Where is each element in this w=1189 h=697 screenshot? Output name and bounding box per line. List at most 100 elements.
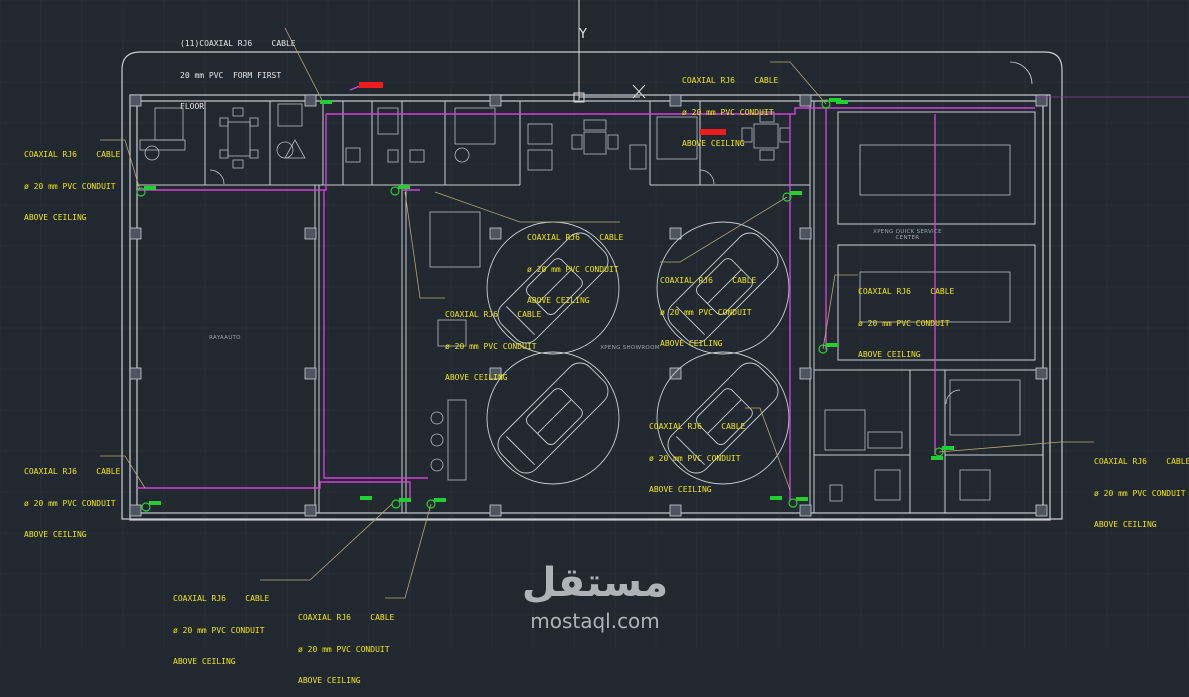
watermark-logo-arabic: مستقل (521, 560, 669, 606)
annotation-line: ø 20 mm PVC CONDUIT (858, 318, 950, 328)
leader-line (822, 274, 858, 350)
annotation-bottom-center[interactable]: COAXIAL RJ6 CABLE ø 20 mm PVC CONDUIT AB… (298, 592, 394, 697)
outlet-tag (796, 497, 808, 501)
cad-drawing-canvas[interactable] (0, 0, 1189, 649)
annotation-line: (11)COAXIAL RJ6 CABLE (180, 39, 296, 48)
building-outline (121, 51, 1063, 521)
column (304, 367, 317, 380)
red-markers (359, 82, 726, 135)
outlet-symbol (141, 502, 151, 512)
annotation-line: ABOVE CEILING (649, 485, 712, 494)
annotation-line: COAXIAL RJ6 CABLE (682, 76, 779, 85)
annotation-showroom-right-upper[interactable]: COAXIAL RJ6 CABLE ø 20 mm PVC CONDUIT AB… (660, 255, 756, 360)
car-roof-line (707, 269, 742, 304)
column (799, 367, 812, 380)
car-display (656, 221, 790, 355)
room-label-service-center: XPENG QUICK SERVICE CENTER (860, 229, 955, 241)
outlet-symbol (782, 192, 792, 202)
coaxial-outlets (136, 98, 954, 512)
annotation-line: COAXIAL RJ6 CABLE (649, 422, 746, 431)
annotation-line: ABOVE CEILING (1094, 520, 1157, 529)
column (1035, 367, 1048, 380)
leader-line (385, 503, 432, 599)
outlet-symbol (788, 498, 798, 508)
leader-line (434, 191, 620, 223)
annotation-line: COAXIAL RJ6 CABLE (24, 150, 121, 159)
column (489, 367, 502, 380)
room-label-rayaauto: RAYAAUTO (209, 335, 241, 341)
column (799, 227, 812, 240)
column (304, 227, 317, 240)
annotation-line: ABOVE CEILING (24, 213, 87, 222)
annotation-line: ABOVE CEILING (173, 657, 236, 666)
column (489, 94, 502, 107)
leader-line (770, 61, 827, 105)
car-displays (486, 221, 790, 485)
car-body (497, 232, 609, 344)
annotation-line: 20 mm PVC FORM FIRST (180, 70, 282, 80)
car-roof-line (707, 399, 742, 434)
outlet-symbol (818, 344, 828, 354)
column (799, 94, 812, 107)
annotation-top-right[interactable]: COAXIAL RJ6 CABLE ø 20 mm PVC CONDUIT AB… (682, 55, 778, 160)
outlet-tag (826, 343, 838, 347)
annotation-top-left[interactable]: COAXIAL RJ6 CABLE ø 20 mm PVC CONDUIT AB… (24, 129, 120, 234)
outlet-symbol (391, 499, 401, 509)
annotation-first-floor[interactable]: (11)COAXIAL RJ6 CABLE 20 mm PVC FORM FIR… (180, 18, 296, 123)
leader-line (260, 503, 393, 581)
outlet-tag (320, 100, 332, 104)
annotation-line: ø 20 mm PVC CONDUIT (173, 625, 265, 635)
outlet-tag (931, 456, 943, 460)
annotation-showroom-upper[interactable]: COAXIAL RJ6 CABLE ø 20 mm PVC CONDUIT AB… (527, 212, 623, 317)
annotation-service-center[interactable]: COAXIAL RJ6 CABLE ø 20 mm PVC CONDUIT AB… (858, 266, 954, 371)
outlet-symbol (426, 499, 436, 509)
leader-line (100, 139, 141, 191)
column (669, 227, 682, 240)
ucs-y-label: Y (579, 27, 587, 42)
outlet-tag (790, 191, 802, 195)
turntable-circle (656, 221, 790, 355)
car-display (486, 351, 620, 485)
column (129, 227, 142, 240)
room-label-service-line1: XPENG QUICK SERVICE (873, 229, 942, 235)
annotation-line: ABOVE CEILING (298, 676, 361, 685)
annotation-line: ABOVE CEILING (445, 373, 508, 382)
outlet-tag (942, 446, 954, 450)
outlet-tag (398, 185, 410, 189)
outlet-tag (360, 496, 372, 500)
annotation-line: ABOVE CEILING (682, 139, 745, 148)
watermark-logo-latin: mostaql.com (530, 609, 660, 633)
column (304, 94, 317, 107)
outlet-tag (149, 501, 161, 505)
annotation-far-right[interactable]: COAXIAL RJ6 CABLE ø 20 mm PVC CONDUIT AB… (1094, 436, 1189, 541)
annotation-line: ABOVE CEILING (24, 530, 87, 539)
leader-line (404, 191, 445, 299)
car-hood-line (676, 306, 705, 335)
outlet-tag (836, 100, 848, 104)
annotation-bottom-center-left[interactable]: COAXIAL RJ6 CABLE ø 20 mm PVC CONDUIT AB… (173, 573, 269, 678)
structural-columns (129, 94, 1048, 517)
annotation-showroom-mid[interactable]: COAXIAL RJ6 CABLE ø 20 mm PVC CONDUIT AB… (445, 289, 541, 394)
annotation-bottom-left[interactable]: COAXIAL RJ6 CABLE ø 20 mm PVC CONDUIT AB… (24, 446, 120, 551)
annotation-line: ø 20 mm PVC CONDUIT (1094, 488, 1186, 498)
leader-line (660, 196, 788, 263)
annotation-line: COAXIAL RJ6 CABLE (445, 310, 542, 319)
car-body (667, 232, 779, 344)
column (669, 504, 682, 517)
ucs-axis-icon (573, 0, 646, 103)
annotation-line: COAXIAL RJ6 CABLE (1094, 457, 1189, 466)
column (304, 504, 317, 517)
annotation-showroom-right-lower[interactable]: COAXIAL RJ6 CABLE ø 20 mm PVC CONDUIT AB… (649, 401, 745, 506)
annotation-line: ø 20 mm PVC CONDUIT (682, 107, 774, 117)
column (129, 504, 142, 517)
annotation-leaders (100, 27, 1094, 599)
car-hood-line (676, 436, 705, 465)
column (799, 504, 812, 517)
car-hood-line (506, 306, 535, 335)
column (669, 94, 682, 107)
annotation-line: FLOOR (180, 102, 205, 111)
outlet-tag (829, 98, 841, 102)
room-label-showroom: XPENG SHOWROOM (600, 345, 660, 351)
annotation-line: ø 20 mm PVC CONDUIT (24, 498, 116, 508)
outlet-symbol (821, 99, 831, 109)
